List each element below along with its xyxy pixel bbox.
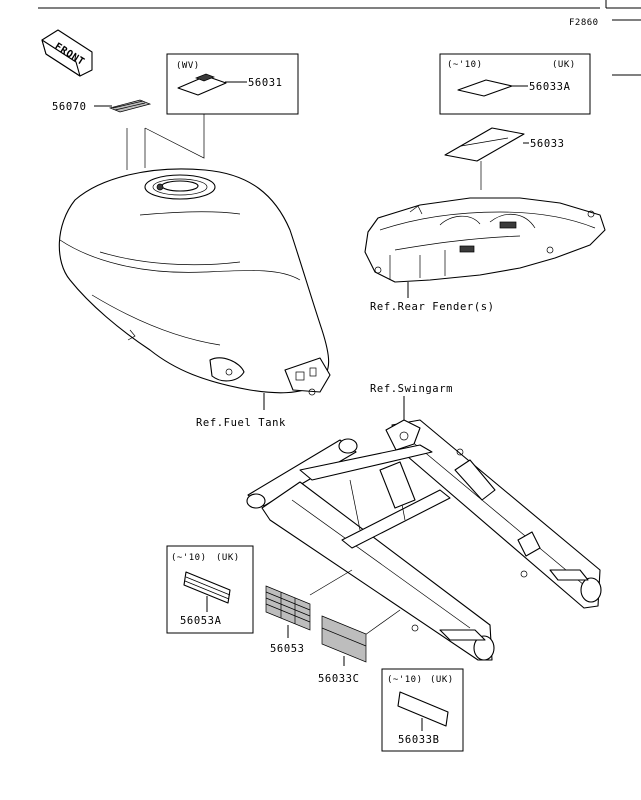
page-frame: [38, 0, 641, 76]
fuel-tank: Ref.Fuel Tank: [58, 168, 331, 429]
qualifier-right-56033A: (UK): [552, 60, 576, 70]
part-56070: 56070: [52, 101, 87, 113]
part-56033: 56033: [530, 138, 565, 150]
part-56033C: 56033C: [318, 673, 360, 685]
ref-rear-fender: Ref.Rear Fender(s): [370, 301, 495, 313]
part-56033B: 56033B: [398, 734, 440, 746]
part-56053: 56053: [270, 643, 305, 655]
label-56070: 56070: [52, 99, 152, 113]
tank-leader-lines: [126, 114, 205, 170]
part-56031: 56031: [248, 77, 283, 89]
box-56033A: (~'10) (UK) 56033A: [439, 53, 591, 115]
qualifier-left-56033B: (~'10): [387, 675, 423, 685]
swingarm: Ref.Swingarm: [246, 383, 602, 661]
label-56053: 56053: [265, 585, 311, 655]
qualifier-left-56033A: (~'10): [447, 60, 483, 70]
qualifier-right-56053A: (UK): [216, 553, 240, 563]
label-56033C: 56033C: [318, 615, 367, 685]
label-56033: 56033: [444, 127, 565, 190]
part-56053A: 56053A: [180, 615, 222, 627]
box-56053A: (~'10) (UK) 56053A: [166, 545, 254, 634]
front-arrow-icon: FRONT: [41, 29, 93, 77]
qualifier-56031: (WV): [176, 61, 200, 71]
rear-fender: Ref.Rear Fender(s): [364, 197, 606, 313]
ref-fuel-tank: Ref.Fuel Tank: [196, 417, 286, 429]
qualifier-right-56033B: (UK): [430, 675, 454, 685]
box-56033B: (~'10) (UK) 56033B: [381, 668, 464, 752]
box-56031: (WV) 56031: [166, 53, 299, 115]
qualifier-left-56053A: (~'10): [171, 553, 207, 563]
part-56033A: 56033A: [529, 81, 571, 93]
figure-code: F2860: [569, 18, 599, 28]
ref-swingarm: Ref.Swingarm: [370, 383, 453, 395]
